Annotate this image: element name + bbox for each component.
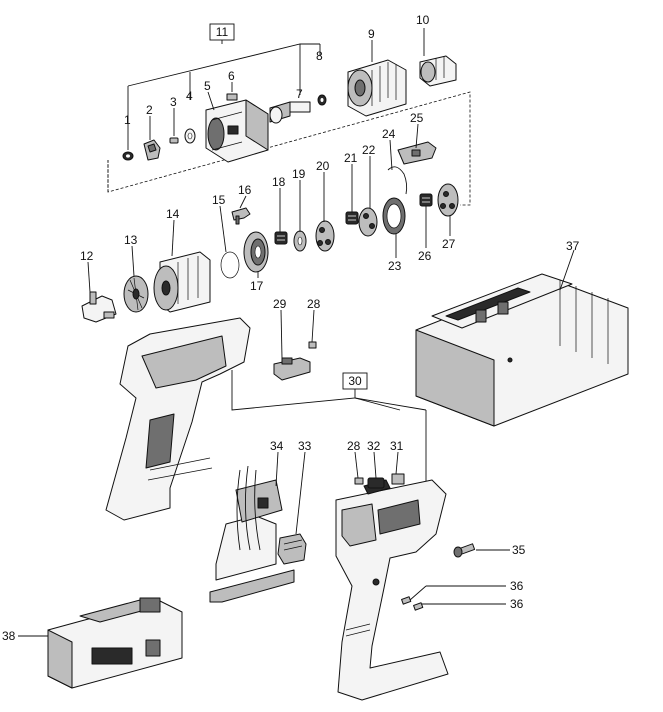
part-label-38: 38 xyxy=(2,629,16,643)
part-label-31: 31 xyxy=(390,439,404,453)
part-24-spring-clip xyxy=(387,166,408,195)
part-4-washer xyxy=(184,128,196,144)
part-label-4: 4 xyxy=(186,89,193,103)
part-label-2: 2 xyxy=(146,103,153,117)
part-25-bracket xyxy=(397,141,437,165)
part-8-ring xyxy=(317,94,327,106)
part-27-carrier xyxy=(437,183,459,217)
part-label-13: 13 xyxy=(124,233,138,247)
part-label-28-top: 28 xyxy=(307,297,321,311)
part-13-fan xyxy=(123,275,149,313)
part-6-key xyxy=(226,93,238,101)
group-30-label: 30 xyxy=(348,374,362,388)
part-label-27: 27 xyxy=(442,237,456,251)
part-19-washer xyxy=(293,230,307,252)
part-label-36-a: 36 xyxy=(510,579,524,593)
part-18-needle-bearing xyxy=(274,231,288,245)
part-14-motor xyxy=(153,251,211,313)
part-label-29: 29 xyxy=(273,297,287,311)
part-label-6: 6 xyxy=(228,69,235,83)
part-28-spring-bottom xyxy=(354,477,364,485)
part-label-25: 25 xyxy=(410,111,424,125)
group-11-callout: 11 xyxy=(127,23,321,150)
part-label-33: 33 xyxy=(298,439,312,453)
part-label-18: 18 xyxy=(272,175,286,189)
part-label-10: 10 xyxy=(416,13,430,27)
housing-half xyxy=(105,317,251,521)
leader-lines xyxy=(18,28,575,637)
part-label-5: 5 xyxy=(204,79,211,93)
part-10-chuck-adapter xyxy=(419,55,457,87)
part-7-spindle xyxy=(269,101,311,124)
part-38-battery xyxy=(47,597,183,689)
part-label-1: 1 xyxy=(124,113,131,127)
part-label-7: 7 xyxy=(296,87,303,101)
part-label-37: 37 xyxy=(566,239,580,253)
part-label-21: 21 xyxy=(344,151,358,165)
group-30-callout: 30 xyxy=(231,370,427,488)
part-label-35: 35 xyxy=(512,543,526,557)
part-label-17: 17 xyxy=(250,279,264,293)
part-22-planet-gear xyxy=(358,207,378,237)
part-34-switch-module xyxy=(209,465,295,603)
part-label-9: 9 xyxy=(368,27,375,41)
part-label-28-bottom: 28 xyxy=(347,439,361,453)
group-11-label: 11 xyxy=(216,25,229,39)
part-31-slider xyxy=(391,473,405,485)
part-label-20: 20 xyxy=(316,159,330,173)
part-9-chuck xyxy=(347,59,407,117)
part-21-bearing xyxy=(345,211,359,225)
part-5-gear-housing xyxy=(205,99,269,163)
part-35-screw xyxy=(453,543,476,558)
part-16-contact xyxy=(231,207,251,225)
part-label-26: 26 xyxy=(418,249,432,263)
part-17-ring-gear xyxy=(243,231,269,273)
part-32-switch-button xyxy=(367,477,385,489)
part-label-23: 23 xyxy=(388,259,402,273)
part-label-8: 8 xyxy=(316,49,323,63)
part-label-3: 3 xyxy=(170,95,177,109)
part-label-12: 12 xyxy=(80,249,94,263)
part-2-clip xyxy=(143,139,161,161)
part-label-16: 16 xyxy=(238,183,252,197)
part-label-15: 15 xyxy=(212,193,226,207)
part-20-planet-carrier xyxy=(315,220,335,252)
part-3-pin xyxy=(169,137,179,144)
part-26-bearing xyxy=(419,193,433,207)
part-33-cover xyxy=(277,533,307,565)
part-12-brush-holder xyxy=(81,291,117,323)
housing-complete xyxy=(335,479,449,701)
part-label-19: 19 xyxy=(292,167,306,181)
part-1-oring xyxy=(122,151,134,161)
part-15-oring xyxy=(220,251,240,279)
part-23-ring-gear xyxy=(382,197,406,235)
part-label-24: 24 xyxy=(382,127,396,141)
part-label-34: 34 xyxy=(270,439,284,453)
part-labels: 1 2 3 4 5 6 7 8 9 10 12 13 14 15 16 17 1… xyxy=(2,13,580,643)
part-label-32: 32 xyxy=(367,439,381,453)
part-label-14: 14 xyxy=(166,207,180,221)
part-label-36-b: 36 xyxy=(510,597,524,611)
part-28-spring-top xyxy=(308,341,317,349)
part-label-22: 22 xyxy=(362,143,376,157)
part-37-charger xyxy=(415,273,629,427)
part-36-inserts xyxy=(401,596,424,611)
part-29-switch-lever xyxy=(273,357,311,381)
